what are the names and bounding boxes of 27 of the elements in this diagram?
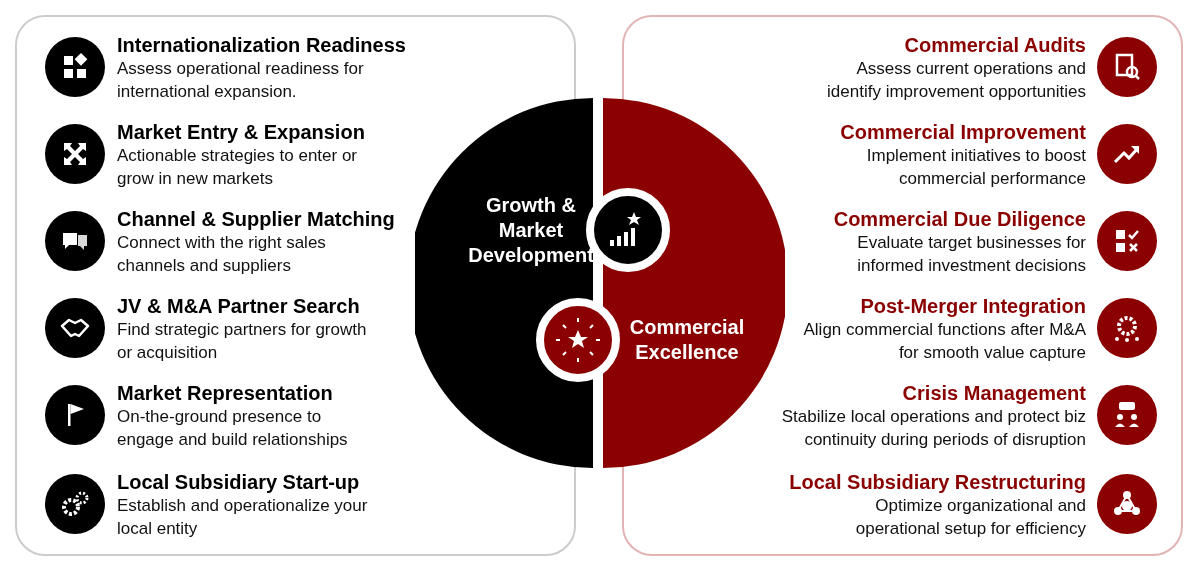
- service-description: Optimize organizational and operational setup for efficiency: [854, 495, 1086, 540]
- service-description: Actionable strategies to enter or grow in new markets: [117, 145, 359, 190]
- service-title: Crisis Management: [901, 381, 1086, 405]
- service-description: Assess operational readiness for international expansion.: [117, 58, 365, 103]
- service-description: Evaluate target businesses for informed investment decisions: [856, 232, 1086, 277]
- service-title: Channel & Supplier Matching: [117, 207, 396, 231]
- service-title: Market Representation: [117, 381, 334, 405]
- service-title: Post-Merger Integration: [859, 294, 1086, 318]
- panel: [622, 15, 1183, 556]
- service-title: Commercial Audits: [903, 33, 1086, 57]
- service-title: Local Subsidiary Restructuring: [788, 470, 1086, 494]
- service-description: Establish and operationalize your local entity: [117, 495, 369, 540]
- service-title: JV & M&A Partner Search: [117, 294, 361, 318]
- service-description: Find strategic partners for growth or acquisition: [117, 319, 368, 364]
- section-title: Commercial Excellence: [628, 315, 746, 365]
- service-description: Align commercial functions after M&A for smooth value capture: [802, 319, 1086, 364]
- service-description: Connect with the right sales channels and suppliers: [117, 232, 327, 277]
- service-description: Implement initiatives to boost commercial performance: [865, 145, 1086, 190]
- service-title: Local Subsidiary Start-up: [117, 470, 361, 494]
- service-description: Assess current operations and identify improvement opportunities: [826, 58, 1086, 103]
- service-description: On-the-ground presence to engage and build relationships: [117, 406, 349, 451]
- service-description: Stabilize local operations and protect biz continuity during periods of disruption: [780, 406, 1086, 451]
- service-title: Commercial Due Diligence: [832, 207, 1086, 231]
- section-title: Growth & Market Development: [467, 193, 595, 268]
- service-title: Commercial Improvement: [839, 120, 1086, 144]
- service-title: Internationalization Readiness: [117, 33, 407, 57]
- service-title: Market Entry & Expansion: [117, 120, 366, 144]
